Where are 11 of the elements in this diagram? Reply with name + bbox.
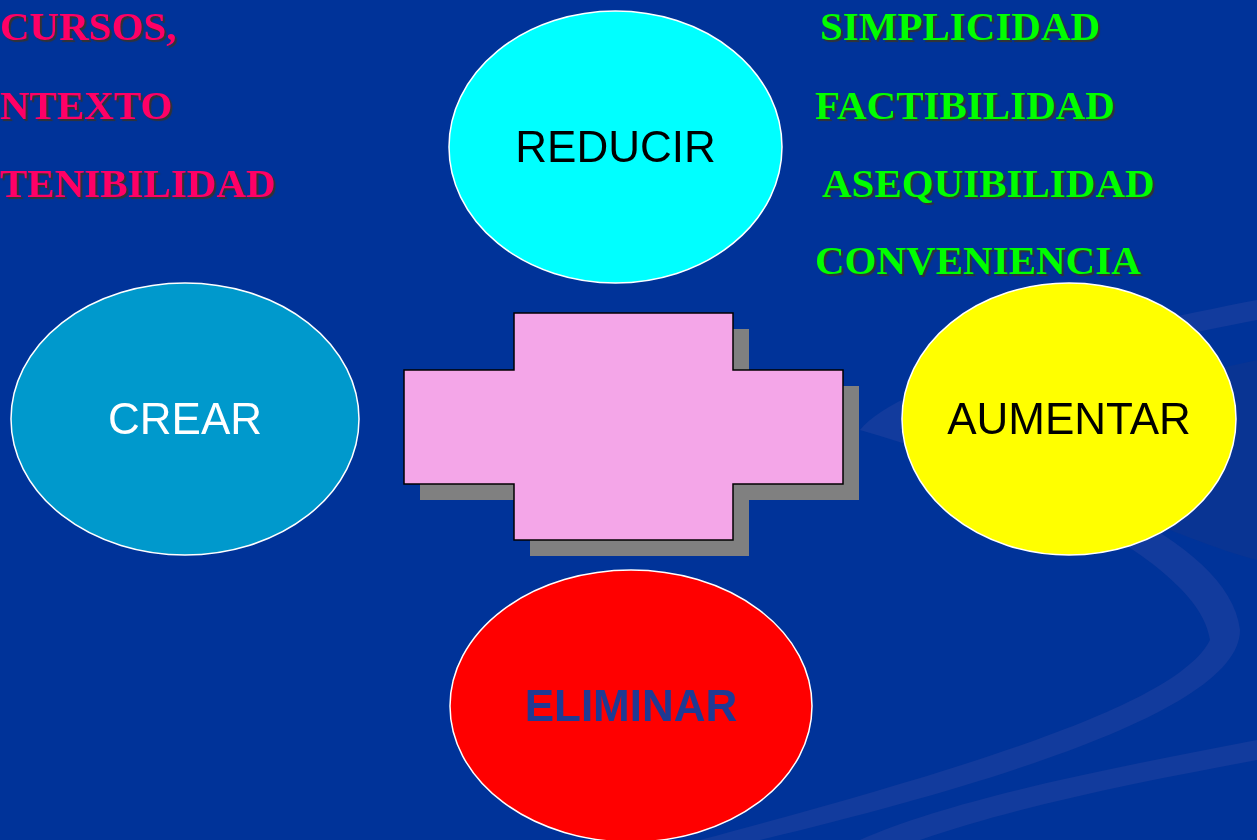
ellipse-label: CREAR xyxy=(108,394,262,444)
keyword-label: SIMPLICIDAD xyxy=(820,6,1101,47)
keyword-label: CURSOS, xyxy=(0,6,177,47)
keyword-label: TENIBILIDAD xyxy=(0,163,276,204)
ellipse-label: REDUCIR xyxy=(515,122,716,172)
ellipse-label: AUMENTAR xyxy=(947,394,1191,444)
ellipse-label: ELIMINAR xyxy=(524,681,738,731)
keyword-label: CONVENIENCIA xyxy=(815,240,1141,281)
keyword-label: ASEQUIBILIDAD xyxy=(822,163,1155,204)
keyword-label: FACTIBILIDAD xyxy=(815,85,1115,126)
keyword-label: NTEXTO xyxy=(0,85,173,126)
